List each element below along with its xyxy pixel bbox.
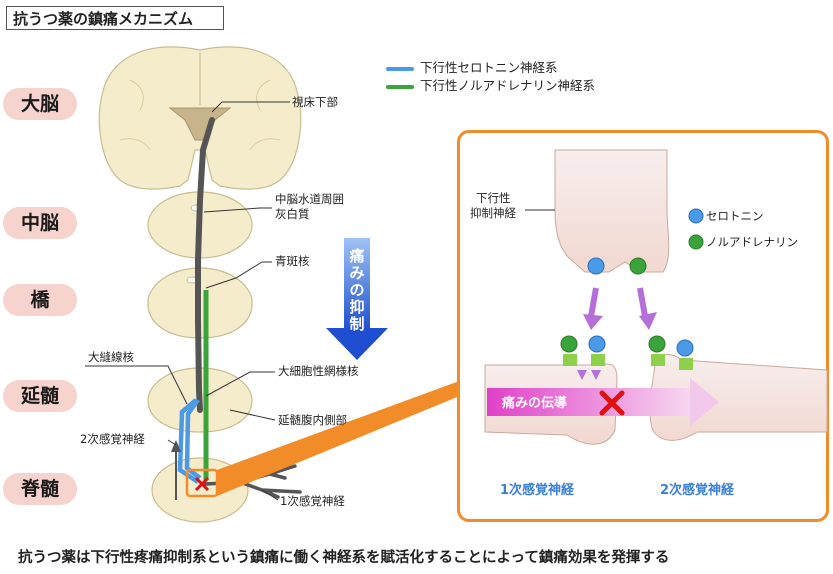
blocked-cross [599, 390, 625, 416]
label-noradrenaline: ノルアドレナリン [706, 235, 798, 249]
label-serotonin: セロトニン [706, 209, 764, 223]
caption: 抗うつ薬は下行性疼痛抑制系という鎮痛に働く神経系を賦活化することによって鎮痛効果… [18, 550, 670, 566]
label-panel-secondary: 2次感覚神経 [660, 483, 735, 498]
serotonin-pathway [177, 398, 200, 484]
gray-pathway [195, 117, 215, 413]
label-primary-nerve: 1次感覚神経 [280, 494, 345, 508]
release-arrows [583, 287, 657, 330]
blocked-cross-small [194, 476, 210, 492]
region-pons: 橋 [3, 284, 77, 316]
receptors-right [648, 335, 694, 370]
label-secondary-nerve: 2次感覚神経 [80, 432, 145, 446]
receptors-left [560, 335, 606, 380]
serotonin-swatch [386, 66, 414, 71]
label-panel-primary: 1次感覚神経 [500, 483, 575, 498]
descending-terminal [554, 149, 670, 273]
region-medulla: 延髄 [3, 380, 77, 412]
synapse-detail-panel: 下行性 抑制神経 セロトニン ノルアドレナリン 1次感覚神経 2次感覚神経 [457, 130, 829, 522]
pain-suppression-label: 痛みの抑制 [349, 247, 365, 333]
label-descending-2: 抑制神経 [470, 206, 516, 220]
label-locus: 青斑核 [275, 254, 310, 268]
legend-noradrenaline: 下行性ノルアドレナリン神経系 [386, 78, 595, 94]
label-raphe: 大縫線核 [88, 350, 134, 364]
label-gigantocellular: 大細胞性網様核 [278, 364, 359, 378]
page-title: 抗うつ薬の鎮痛メカニズム [6, 6, 224, 30]
region-midbrain: 中脳 [3, 207, 77, 239]
noradrenaline-swatch [386, 84, 414, 89]
pain-transmission-arrow [487, 378, 719, 426]
pain-transmission-label: 痛みの伝導 [502, 396, 568, 411]
synapse-detail-drawing [484, 149, 828, 445]
label-hypothalamus: 視床下部 [292, 95, 338, 109]
pain-suppression-arrow [326, 238, 388, 360]
legend-serotonin-label: 下行性セロトニン神経系 [420, 60, 558, 75]
region-cerebrum: 大脳 [3, 88, 77, 120]
legend-serotonin: 下行性セロトニン神経系 [386, 60, 558, 76]
zoom-connector [217, 380, 462, 496]
label-descending-1: 下行性 [476, 191, 511, 205]
label-medulla-ventral: 延髄腹内側部 [278, 413, 347, 427]
region-spinal: 脊髄 [3, 473, 77, 505]
legend-noradrenaline-label: 下行性ノルアドレナリン神経系 [420, 78, 596, 93]
label-pag-2: 灰白質 [275, 207, 310, 221]
label-pag-1: 中脳水道周囲 [275, 192, 344, 206]
